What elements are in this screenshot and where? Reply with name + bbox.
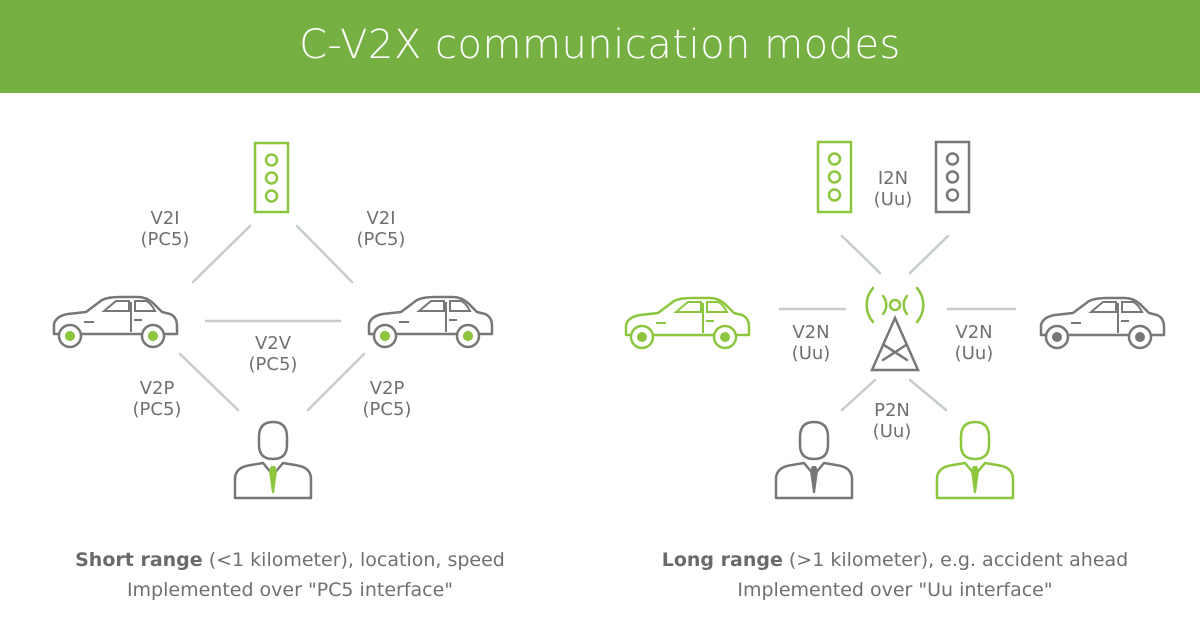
link-name: V2P: [369, 378, 405, 399]
link-name: V2I: [150, 208, 180, 229]
title-banner: C-V2X communication modes: [0, 0, 1200, 93]
link-interface: (Uu): [873, 189, 913, 210]
caption-line-1: Long range (>1 kilometer), e.g. accident…: [610, 545, 1180, 575]
link-interface: (PC5): [356, 229, 406, 250]
car-icon: [1039, 296, 1166, 350]
traffic-light-icon: [816, 140, 853, 214]
caption-line-2: Implemented over "PC5 interface": [126, 579, 454, 601]
link-name: V2V: [254, 333, 292, 354]
link-interface: (Uu): [872, 421, 912, 442]
page-title: C-V2X communication modes: [299, 21, 901, 68]
link-name: P2N: [874, 400, 910, 421]
link-interface: (Uu): [954, 343, 994, 364]
person-icon: [935, 420, 1015, 500]
caption-rest: (<1 kilometer), location, speed: [202, 549, 505, 571]
link-interface: (PC5): [132, 399, 182, 420]
short-range-caption: Short range (<1 kilometer), location, sp…: [20, 545, 560, 605]
traffic-light-icon: [253, 141, 290, 214]
caption-line-1: Short range (<1 kilometer), location, sp…: [20, 545, 560, 575]
link-label-v2n-left: V2N (Uu): [776, 322, 846, 364]
car-icon: [624, 296, 751, 350]
link-interface: (PC5): [140, 229, 190, 250]
link-interface: (Uu): [791, 343, 831, 364]
caption-bold: Short range: [75, 549, 203, 571]
long-range-caption: Long range (>1 kilometer), e.g. accident…: [610, 545, 1180, 605]
caption-bold: Long range: [661, 549, 783, 571]
cell-tower-icon: [865, 286, 925, 372]
caption-rest: (>1 kilometer), e.g. accident ahead: [782, 549, 1129, 571]
link-label-i2n: I2N (Uu): [858, 168, 928, 210]
caption-line-2: Implemented over "Uu interface": [737, 579, 1053, 601]
person-icon: [233, 420, 313, 500]
link-name: V2P: [139, 378, 175, 399]
link-interface: (PC5): [362, 399, 412, 420]
link-label-v2i-right: V2I (PC5): [346, 208, 416, 250]
link-label-v2i-left: V2I (PC5): [130, 208, 200, 250]
link-label-v2v: V2V (PC5): [238, 333, 308, 375]
link-label-v2n-right: V2N (Uu): [939, 322, 1009, 364]
link-name: V2N: [792, 322, 830, 343]
link-name: I2N: [877, 168, 909, 189]
link-name: V2N: [955, 322, 993, 343]
link-name: V2I: [366, 208, 396, 229]
person-icon: [774, 420, 854, 500]
link-label-v2p-right: V2P (PC5): [352, 378, 422, 420]
link-label-v2p-left: V2P (PC5): [122, 378, 192, 420]
link-label-p2n: P2N (Uu): [857, 400, 927, 442]
link-interface: (PC5): [248, 354, 298, 375]
traffic-light-icon: [934, 140, 971, 214]
